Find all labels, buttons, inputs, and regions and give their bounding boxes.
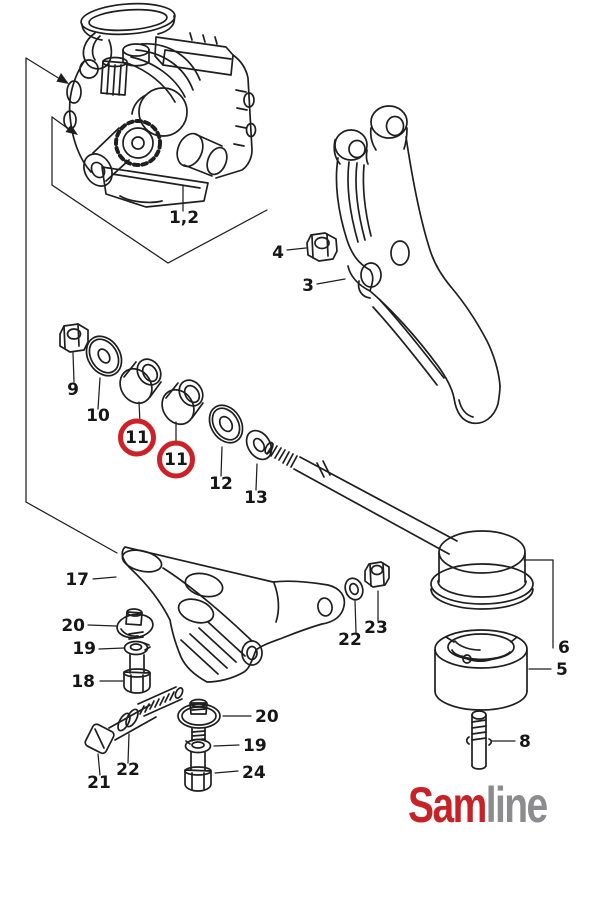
nut-9-illustration — [60, 324, 88, 352]
washer-22-illustration — [342, 576, 365, 602]
bushing-11-right-illustration — [156, 376, 208, 430]
washer-12-illustration — [203, 399, 250, 449]
leader-lines — [73, 185, 553, 775]
engine-illustration — [64, 1, 256, 207]
washer-bolt-20-left-illustration — [116, 608, 155, 639]
spacer-22-illustration — [116, 707, 141, 732]
mounting-rod-illustration — [264, 441, 457, 554]
nut-4-illustration — [307, 233, 337, 261]
part-callout-22: 22 — [116, 760, 140, 780]
logo-text-line: line — [485, 777, 549, 833]
part-callout-23: 23 — [364, 618, 388, 638]
samline-logo: Samline — [408, 777, 549, 833]
part-callout-9: 9 — [67, 380, 79, 400]
mount-rubber-illustration — [435, 630, 527, 710]
part-callout-10: 10 — [86, 406, 110, 426]
highlight-circle — [160, 443, 193, 476]
nut-18-illustration — [124, 669, 150, 693]
bracket-17-illustration — [120, 546, 344, 682]
mount-upper-illustration — [431, 531, 533, 609]
part-callout-12: 12 — [209, 474, 233, 494]
bolt-21-illustration — [84, 687, 184, 755]
logo-text-sam: Sam — [408, 777, 487, 833]
part-callout-8: 8 — [519, 732, 531, 752]
bracket-3-illustration — [334, 106, 500, 423]
highlight-circle — [121, 421, 154, 454]
part-callout-1-2: 1,2 — [169, 208, 199, 228]
part-callout-13: 13 — [244, 488, 268, 508]
part-callout-19: 19 — [243, 736, 267, 756]
nut-23-illustration — [365, 562, 389, 587]
bushing-11-left-illustration — [114, 355, 166, 409]
part-callout-5: 5 — [556, 660, 568, 680]
part-callout-20: 20 — [61, 616, 85, 636]
part-callout-11: 11 — [125, 428, 149, 448]
part-callout-19: 19 — [72, 639, 96, 659]
nut-24-illustration — [185, 767, 211, 791]
part-callout-6: 6 — [558, 638, 570, 658]
part-callout-22: 22 — [338, 630, 362, 650]
callouts-layer: 1,24391011111213172019182122201924222365… — [61, 208, 570, 793]
part-callout-20: 20 — [255, 707, 279, 727]
part-callout-24: 24 — [242, 763, 266, 783]
bolt-8-illustration — [467, 711, 492, 769]
washer-bolt-20-right-illustration — [178, 700, 220, 742]
part-callout-3: 3 — [302, 276, 314, 296]
washer-13-illustration — [241, 426, 276, 464]
washer-10-illustration — [79, 330, 128, 383]
part-callout-17: 17 — [65, 570, 89, 590]
part-callout-18: 18 — [71, 672, 95, 692]
part-callout-11: 11 — [164, 450, 188, 470]
part-callout-21: 21 — [87, 773, 111, 793]
part-callout-4: 4 — [272, 243, 284, 263]
spring-washer-19-right-illustration — [186, 740, 211, 771]
